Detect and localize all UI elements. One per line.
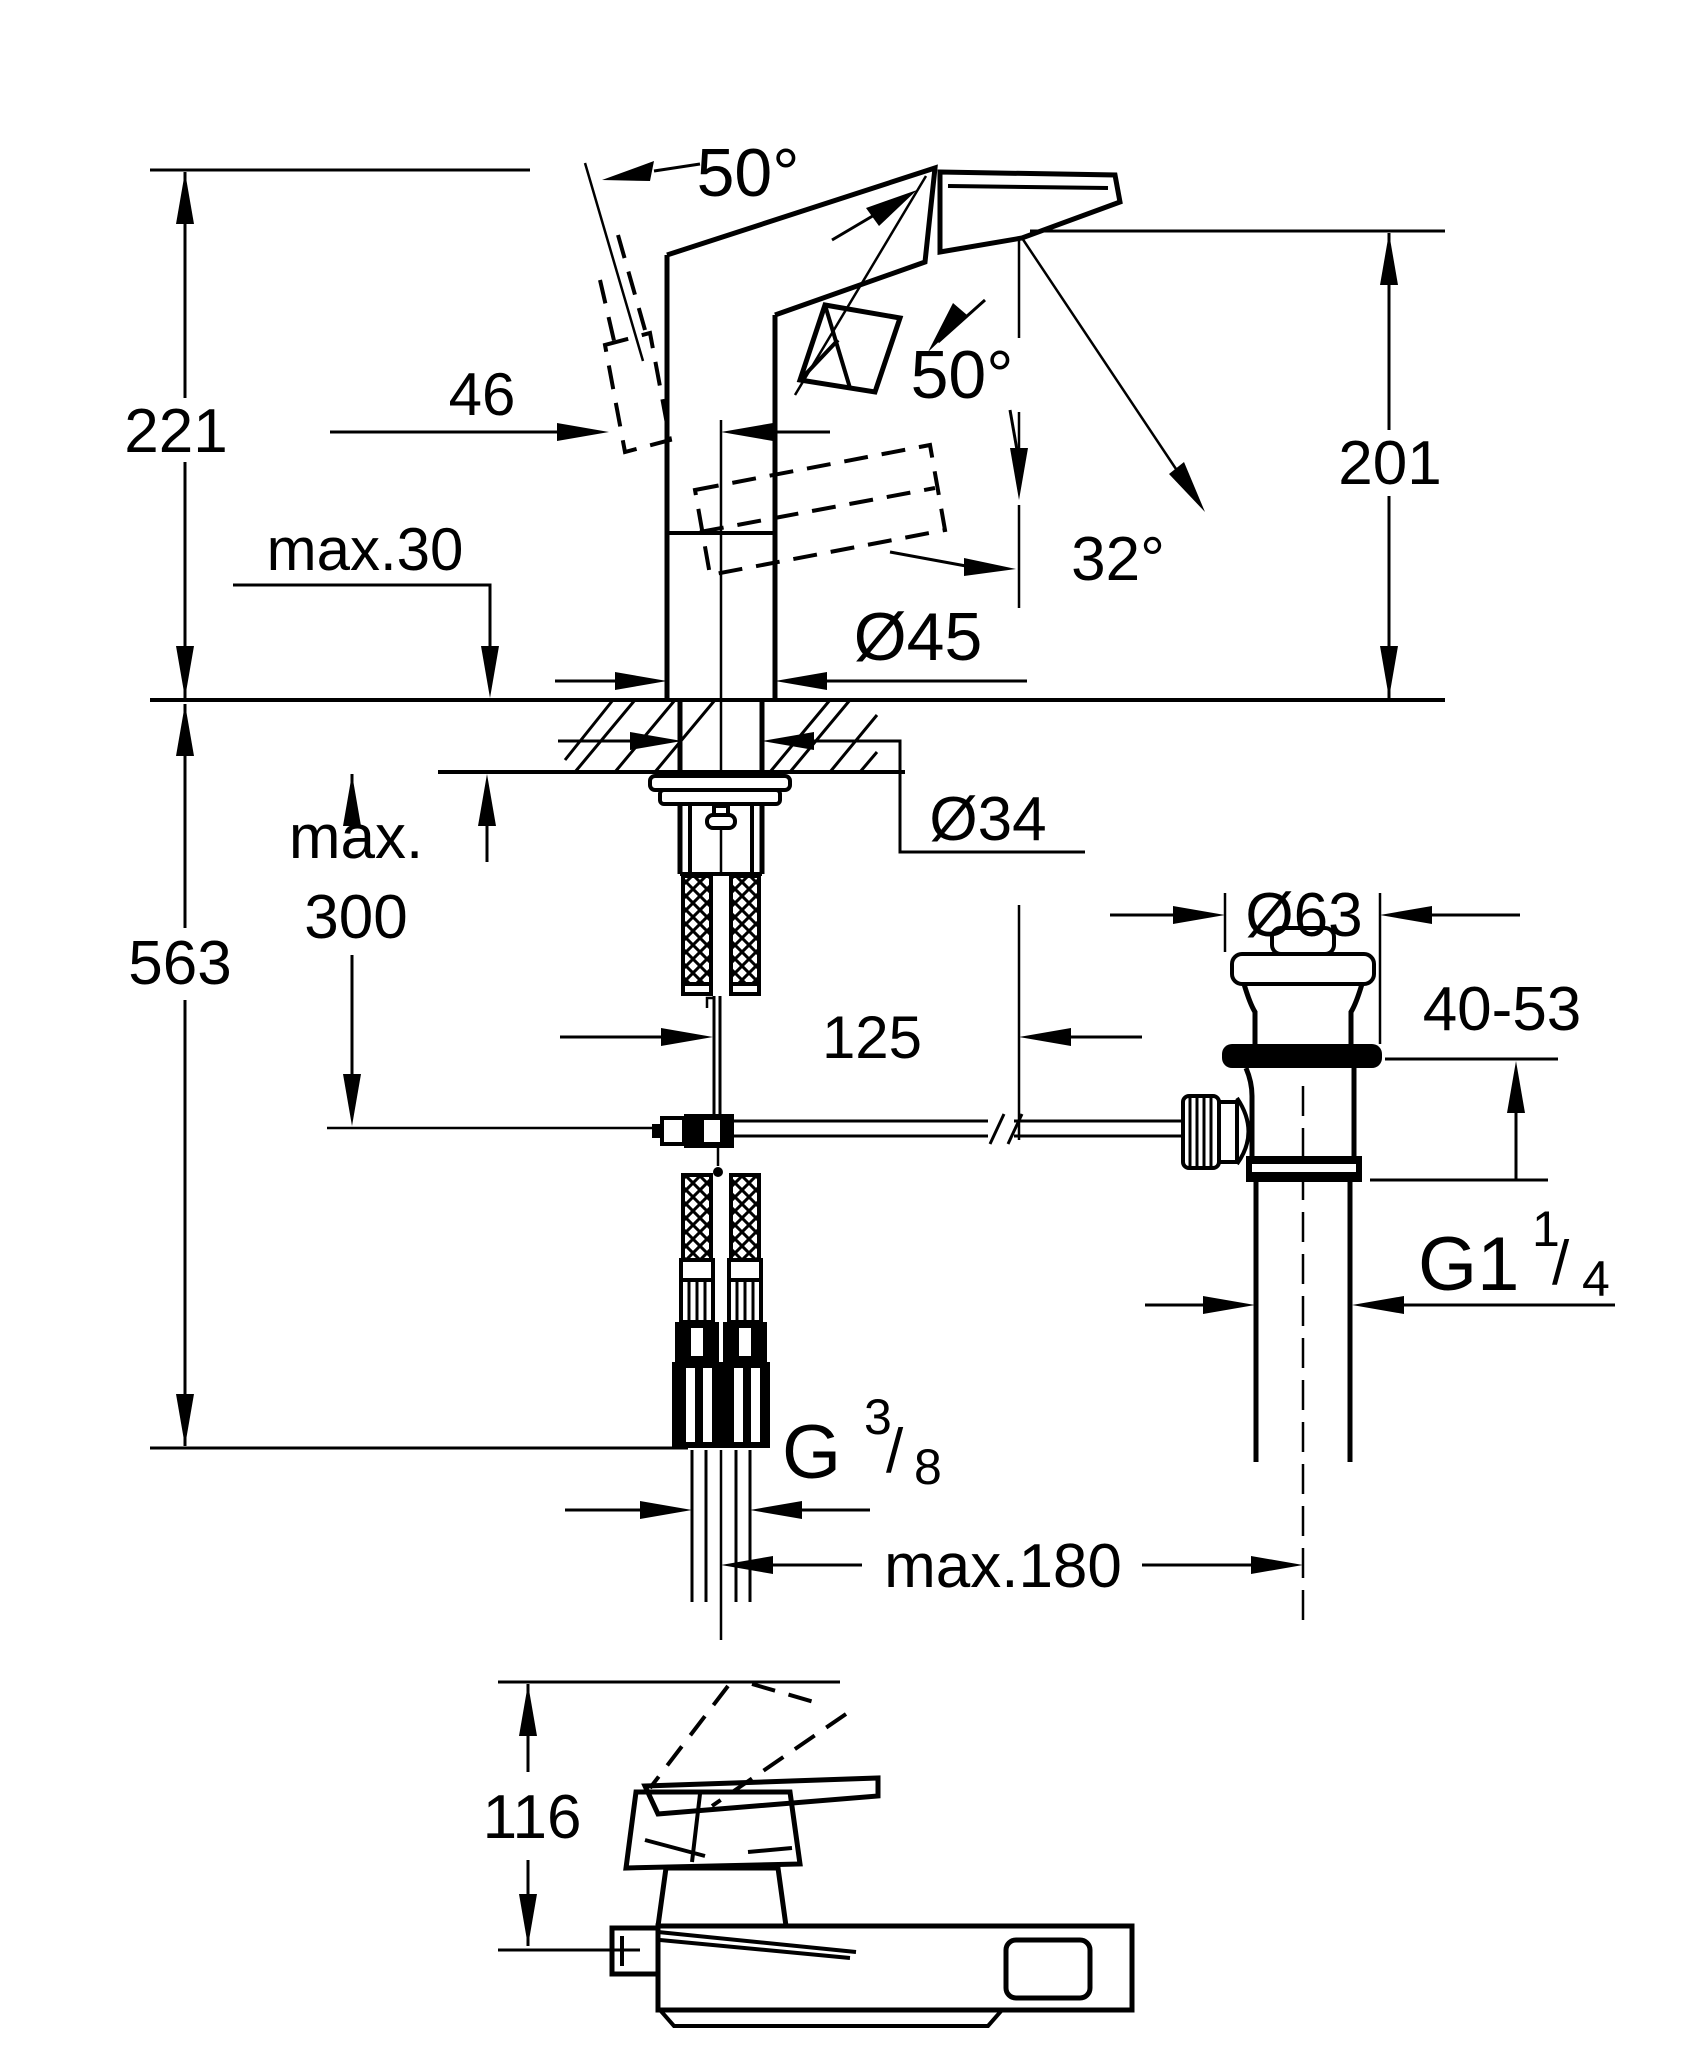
dimension-221: 221 (124, 168, 530, 698)
label-4053: 40-53 (1423, 975, 1582, 1044)
supply-hose (681, 874, 713, 986)
dimension-g114: G1 1 / 4 (1145, 1201, 1615, 1314)
side-handle-lever (641, 1775, 881, 1817)
dimension-116: 116 (483, 1684, 582, 1946)
label-g38-sup: 3 (864, 1389, 892, 1445)
front-view-faucet (598, 164, 1178, 700)
label-221: 221 (124, 397, 227, 466)
label-g114-sup: 1 (1532, 1201, 1560, 1257)
label-g38-base: G (782, 1410, 841, 1495)
label-125: 125 (822, 1004, 922, 1071)
label-g38-slash: / (886, 1417, 904, 1486)
side-inlet-nub (609, 1925, 661, 1977)
label-max30: max.30 (267, 516, 464, 583)
label-g114-sub: 4 (1582, 1251, 1610, 1307)
label-50-handle: 50° (911, 337, 1014, 413)
dimension-max180: max.180 (721, 1532, 1303, 1601)
dimension-max30: max.30 (233, 516, 499, 862)
label-300: 300 (304, 883, 407, 952)
dimension-max300: max. 300 (289, 774, 423, 1126)
label-46: 46 (449, 361, 516, 428)
label-d34: Ø34 (929, 785, 1046, 854)
label-563: 563 (128, 929, 231, 998)
dimension-201: 201 (1030, 229, 1445, 698)
side-spout-outlet (1003, 1937, 1093, 2001)
label-50-top: 50° (697, 135, 800, 211)
drain-flange (1230, 952, 1376, 986)
label-d45: Ø45 (854, 599, 983, 675)
dimension-d45: Ø45 (555, 599, 1027, 690)
countertop (150, 698, 1445, 774)
label-g114-base: G1 (1418, 1222, 1519, 1307)
dimension-4053: 40-53 (1370, 975, 1582, 1182)
label-max: max. (289, 803, 423, 872)
drain-adjust-knob (1181, 1094, 1221, 1170)
below-deck-assembly (327, 700, 1183, 1640)
dimension-32: 32° (889, 525, 1165, 594)
label-g114-slash: / (1552, 1229, 1570, 1298)
label-g38-sub: 8 (914, 1439, 942, 1495)
dimension-d63: Ø63 (1110, 881, 1520, 1044)
dimension-50-handle: 50° (911, 298, 1205, 512)
dashed-handle-position (598, 234, 673, 455)
label-32: 32° (1071, 525, 1165, 594)
side-view-faucet (498, 1680, 1135, 2028)
dimension-d34: Ø34 (558, 732, 1085, 854)
label-201: 201 (1338, 429, 1441, 498)
dimension-563: 563 (128, 704, 688, 1450)
label-max180: max.180 (884, 1532, 1122, 1601)
supply-hose (729, 874, 761, 986)
dashed-swivel-spout (692, 442, 948, 578)
mounting-flange (648, 774, 792, 792)
dimension-g38: G 3 / 8 (565, 1389, 942, 1519)
dimension-46: 46 (330, 361, 830, 441)
dimension-50-top: 50° (583, 135, 928, 396)
drain-waste-assembly (1181, 926, 1382, 1620)
hose-connectors (672, 1258, 770, 1448)
label-116: 116 (483, 1783, 582, 1852)
label-d63: Ø63 (1245, 881, 1362, 950)
dimension-125: 125 (560, 905, 1142, 1140)
